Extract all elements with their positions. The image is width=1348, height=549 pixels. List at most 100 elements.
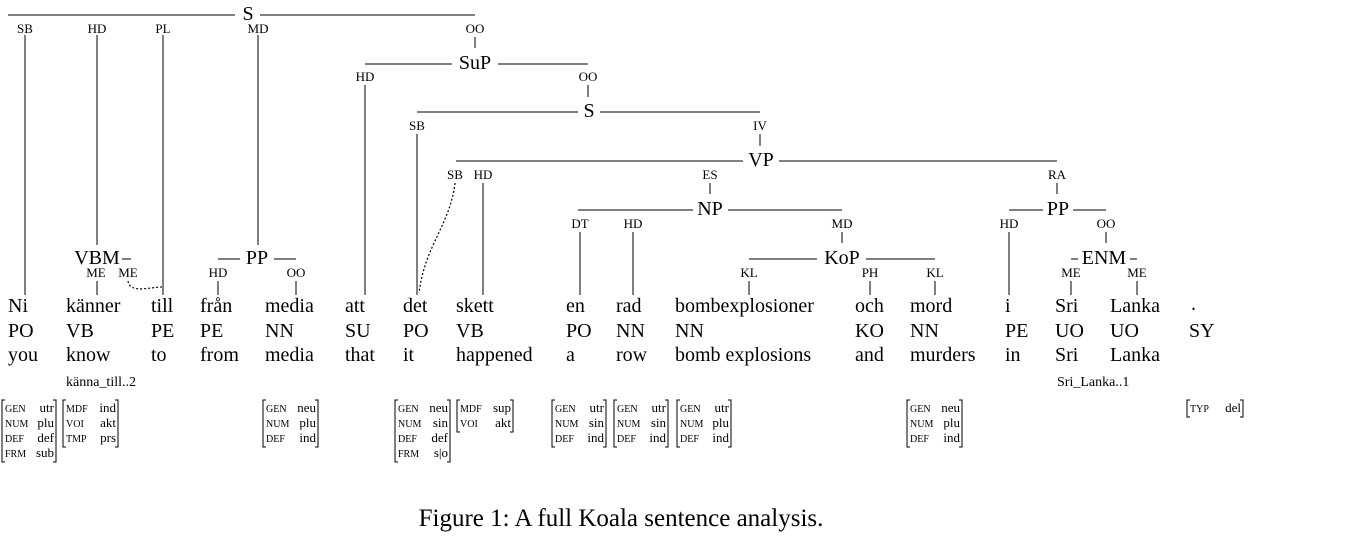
node-vbm: VBM <box>74 247 120 269</box>
token-gloss: that <box>345 344 375 366</box>
edge-label: KL <box>926 265 943 280</box>
feature-value: ind <box>299 430 316 445</box>
edge-label: HD <box>209 265 228 280</box>
token-gloss: murders <box>910 344 976 366</box>
feature-value: sup <box>493 400 511 415</box>
feature-key: VOI <box>66 419 84 430</box>
node-vp: VP <box>748 149 774 171</box>
token-word: Sri <box>1055 295 1079 317</box>
token-word: skett <box>456 295 494 317</box>
edge-label: HD <box>624 216 643 231</box>
token-pos: NN <box>265 320 294 342</box>
feature-value: utr <box>715 400 730 415</box>
matrix-bracket <box>1186 399 1244 418</box>
matrix-bracket <box>551 399 607 448</box>
feature-value: sub <box>36 445 54 460</box>
edge-label: PL <box>155 21 170 36</box>
edge-label: HD <box>1000 216 1019 231</box>
feature-value: ind <box>712 430 729 445</box>
node-pp-right: PP <box>1047 198 1069 220</box>
token-pos: PO <box>566 320 592 342</box>
node-sup: SuP <box>459 52 491 74</box>
feature-key: NUM <box>5 419 28 430</box>
token-pos: PE <box>1005 320 1028 342</box>
token-gloss: media <box>265 344 314 366</box>
token-word: bombexplosioner <box>675 295 814 317</box>
feature-value: neu <box>429 400 448 415</box>
node-pp-left: PP <box>246 247 268 269</box>
feature-value: ind <box>587 430 604 445</box>
token-word: från <box>200 295 232 317</box>
feature-key: VOI <box>460 419 478 430</box>
edge-label: ME <box>118 265 138 280</box>
token-gloss: know <box>66 344 111 366</box>
feature-key: FRM <box>398 449 419 460</box>
feature-key: DEF <box>617 434 636 445</box>
feature-value: sin <box>589 415 605 430</box>
feature-key: DEF <box>5 434 24 445</box>
feature-value: plu <box>37 415 54 430</box>
token-word: till <box>151 295 174 317</box>
feature-value: ind <box>649 430 666 445</box>
token-pos: KO <box>855 320 884 342</box>
token-word: en <box>566 295 585 317</box>
matrix-bracket <box>676 399 732 448</box>
feature-key: GEN <box>680 404 701 415</box>
node-kop: KoP <box>824 247 860 269</box>
token-gloss: row <box>616 344 648 366</box>
token-gloss: happened <box>456 344 533 366</box>
feature-value: akt <box>100 415 116 430</box>
matrix-bracket <box>1 399 57 463</box>
token-word: mord <box>910 295 952 317</box>
edge-label: HD <box>474 167 493 182</box>
token-gloss: Lanka <box>1110 344 1160 366</box>
token-gloss: from <box>200 344 239 366</box>
feature-value: utr <box>590 400 605 415</box>
feature-value: ind <box>943 430 960 445</box>
token-gloss: in <box>1005 344 1021 366</box>
edge-label: ME <box>1061 265 1081 280</box>
tree-edges <box>8 14 1138 295</box>
feature-value: def <box>37 430 54 445</box>
edge-label: SB <box>409 118 425 133</box>
token-word: att <box>345 295 365 317</box>
feature-key: GEN <box>617 404 638 415</box>
token-gloss: it <box>403 344 415 366</box>
edge-label: ME <box>1127 265 1147 280</box>
feature-value: sin <box>433 415 449 430</box>
matrix-bracket <box>613 399 669 448</box>
feature-key: GEN <box>266 404 287 415</box>
matrix-bracket <box>262 399 319 448</box>
token-pos: UO <box>1055 320 1084 342</box>
token-word: . <box>1191 293 1196 315</box>
phrase-nodes: S SuP S VP NP PP KoP ENM VBM PP <box>74 3 1126 269</box>
token-rows: Ni PO you känner VB know till PE to från… <box>8 293 1215 366</box>
feature-value: ind <box>99 400 116 415</box>
node-s-inner: S <box>583 100 594 122</box>
matrix-bracket <box>456 399 514 433</box>
token-pos: SY <box>1189 320 1215 342</box>
edge-label: ME <box>86 265 106 280</box>
feature-key: NUM <box>398 419 421 430</box>
feature-value: def <box>431 430 448 445</box>
token-pos: NN <box>910 320 939 342</box>
edge-label: OO <box>579 69 598 84</box>
token-word: rad <box>616 295 642 317</box>
token-pos: NN <box>616 320 645 342</box>
feature-key: GEN <box>910 404 931 415</box>
feature-key: TYP <box>1190 404 1209 415</box>
feature-key: NUM <box>680 419 703 430</box>
token-pos: PE <box>200 320 223 342</box>
feature-key: DEF <box>555 434 574 445</box>
edge-label: PH <box>862 265 879 280</box>
edge-label: SB <box>17 21 33 36</box>
